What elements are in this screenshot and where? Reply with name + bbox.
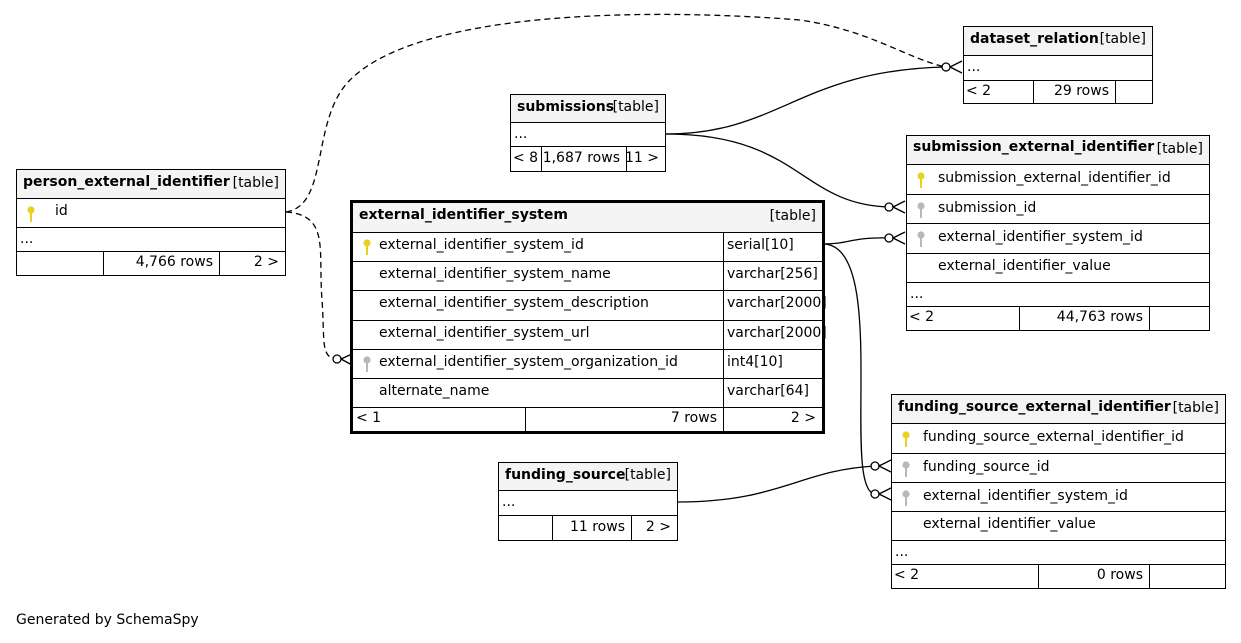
table-name: external_identifier_system bbox=[359, 207, 568, 223]
column-name: external_identifier_system_url bbox=[379, 325, 590, 341]
foreign-key-icon bbox=[902, 461, 910, 477]
column-name: external_identifier_value bbox=[938, 258, 1111, 274]
primary-key-icon bbox=[902, 431, 910, 447]
edge-funding-source-to-fsei bbox=[677, 465, 876, 503]
foreign-key-icon bbox=[902, 490, 910, 506]
foreign-key-icon bbox=[917, 202, 925, 218]
row-count: 29 rows bbox=[1053, 83, 1109, 99]
table-external-identifier-system[interactable]: external_identifier_system [table] exter… bbox=[350, 200, 827, 434]
children-link[interactable]: 2 > bbox=[645, 519, 671, 535]
edge-person-to-dataset-relation bbox=[285, 13, 947, 213]
parents-link[interactable]: < 2 bbox=[966, 83, 992, 99]
row-count: 0 rows bbox=[1096, 567, 1143, 583]
parents-link[interactable]: < 2 bbox=[909, 309, 935, 325]
table-type: [table] bbox=[612, 99, 659, 115]
row-count: 1,687 rows bbox=[542, 150, 620, 166]
table-type: [table] bbox=[232, 175, 279, 191]
table-person-external-identifier[interactable]: person_external_identifier [table] id ..… bbox=[16, 169, 286, 276]
ellipsis: ... bbox=[502, 494, 516, 510]
column-name: alternate_name bbox=[379, 383, 490, 399]
children-link[interactable]: 2 > bbox=[790, 410, 816, 426]
column-type: serial[10] bbox=[727, 237, 794, 253]
edge-person-to-external-identifier-system bbox=[285, 211, 338, 360]
table-name: submission_external_identifier bbox=[913, 139, 1155, 155]
column-name: external_identifier_system_description bbox=[379, 295, 649, 311]
table-submission-external-identifier[interactable]: submission_external_identifier [table] s… bbox=[906, 135, 1210, 331]
table-type: [table] bbox=[1099, 31, 1146, 47]
column-type: int4[10] bbox=[727, 354, 783, 370]
column-name: external_identifier_value bbox=[923, 516, 1096, 532]
column-name: funding_source_external_identifier_id bbox=[923, 429, 1184, 445]
ellipsis: ... bbox=[895, 544, 909, 560]
children-link[interactable]: 11 > bbox=[625, 150, 659, 166]
edge-end-circle bbox=[332, 354, 342, 364]
column-type: varchar[256] bbox=[727, 266, 818, 282]
ellipsis: ... bbox=[967, 59, 981, 75]
table-funding-source[interactable]: funding_source [table] ... 11 rows 2 > bbox=[498, 462, 678, 541]
primary-key-icon bbox=[363, 239, 371, 255]
crow-foot bbox=[878, 459, 892, 473]
crow-foot bbox=[878, 487, 892, 501]
primary-key-icon bbox=[917, 172, 925, 188]
crow-foot bbox=[949, 60, 963, 74]
column-type: varchar[2000] bbox=[727, 325, 827, 341]
edge-end-circle bbox=[884, 202, 894, 212]
row-count: 11 rows bbox=[569, 519, 625, 535]
foreign-key-icon bbox=[363, 356, 371, 372]
table-dataset-relation[interactable]: dataset_relation [table] ... < 2 29 rows bbox=[963, 26, 1153, 104]
column-name: external_identifier_system_id bbox=[938, 229, 1143, 245]
edge-eis-to-submission-external-identifier bbox=[822, 237, 890, 245]
table-name: funding_source bbox=[505, 467, 626, 483]
generated-by-footer: Generated by SchemaSpy bbox=[16, 612, 199, 628]
row-count: 7 rows bbox=[670, 410, 717, 426]
column-type: varchar[64] bbox=[727, 383, 809, 399]
column-type: varchar[2000] bbox=[727, 295, 827, 311]
table-type: [table] bbox=[769, 208, 816, 224]
crow-foot bbox=[892, 200, 906, 214]
table-type: [table] bbox=[624, 467, 671, 483]
ellipsis: ... bbox=[20, 231, 34, 247]
foreign-key-icon bbox=[917, 231, 925, 247]
parents-link[interactable]: < 8 bbox=[513, 150, 539, 166]
edge-end-circle bbox=[884, 233, 894, 243]
table-funding-source-external-identifier[interactable]: funding_source_external_identifier [tabl… bbox=[891, 394, 1226, 589]
table-submissions[interactable]: submissions [table] ... < 8 1,687 rows 1… bbox=[510, 94, 666, 172]
column-name: external_identifier_system_organization_… bbox=[379, 354, 678, 370]
edge-eis-to-funding-source-external-identifier bbox=[822, 243, 876, 495]
table-name: dataset_relation bbox=[970, 31, 1099, 47]
column-name: funding_source_id bbox=[923, 459, 1050, 475]
edge-end-circle bbox=[870, 461, 880, 471]
column-name: external_identifier_system_id bbox=[379, 237, 584, 253]
column-name: external_identifier_system_id bbox=[923, 488, 1128, 504]
parents-link[interactable]: < 2 bbox=[894, 567, 920, 583]
column-name: submission_external_identifier_id bbox=[938, 170, 1171, 186]
table-name: funding_source_external_identifier bbox=[898, 399, 1171, 415]
primary-key-icon bbox=[27, 206, 35, 222]
edge-end-circle bbox=[941, 62, 951, 72]
column-name: submission_id bbox=[938, 200, 1037, 216]
ellipsis: ... bbox=[514, 126, 528, 142]
table-name: submissions bbox=[517, 99, 615, 115]
children-link[interactable]: 2 > bbox=[253, 254, 279, 270]
column-name: id bbox=[55, 203, 68, 219]
edge-end-circle bbox=[870, 489, 880, 499]
crow-foot bbox=[892, 231, 906, 245]
parents-link[interactable]: < 1 bbox=[356, 410, 382, 426]
table-type: [table] bbox=[1172, 400, 1219, 416]
edge-submissions-to-submission-external-identifier bbox=[665, 133, 891, 208]
table-name: person_external_identifier bbox=[23, 174, 230, 190]
row-count: 44,763 rows bbox=[1056, 309, 1143, 325]
table-type: [table] bbox=[1156, 141, 1203, 157]
ellipsis: ... bbox=[910, 286, 924, 302]
edge-submissions-to-dataset-relation bbox=[665, 66, 947, 135]
column-name: external_identifier_system_name bbox=[379, 266, 611, 282]
row-count: 4,766 rows bbox=[135, 254, 213, 270]
